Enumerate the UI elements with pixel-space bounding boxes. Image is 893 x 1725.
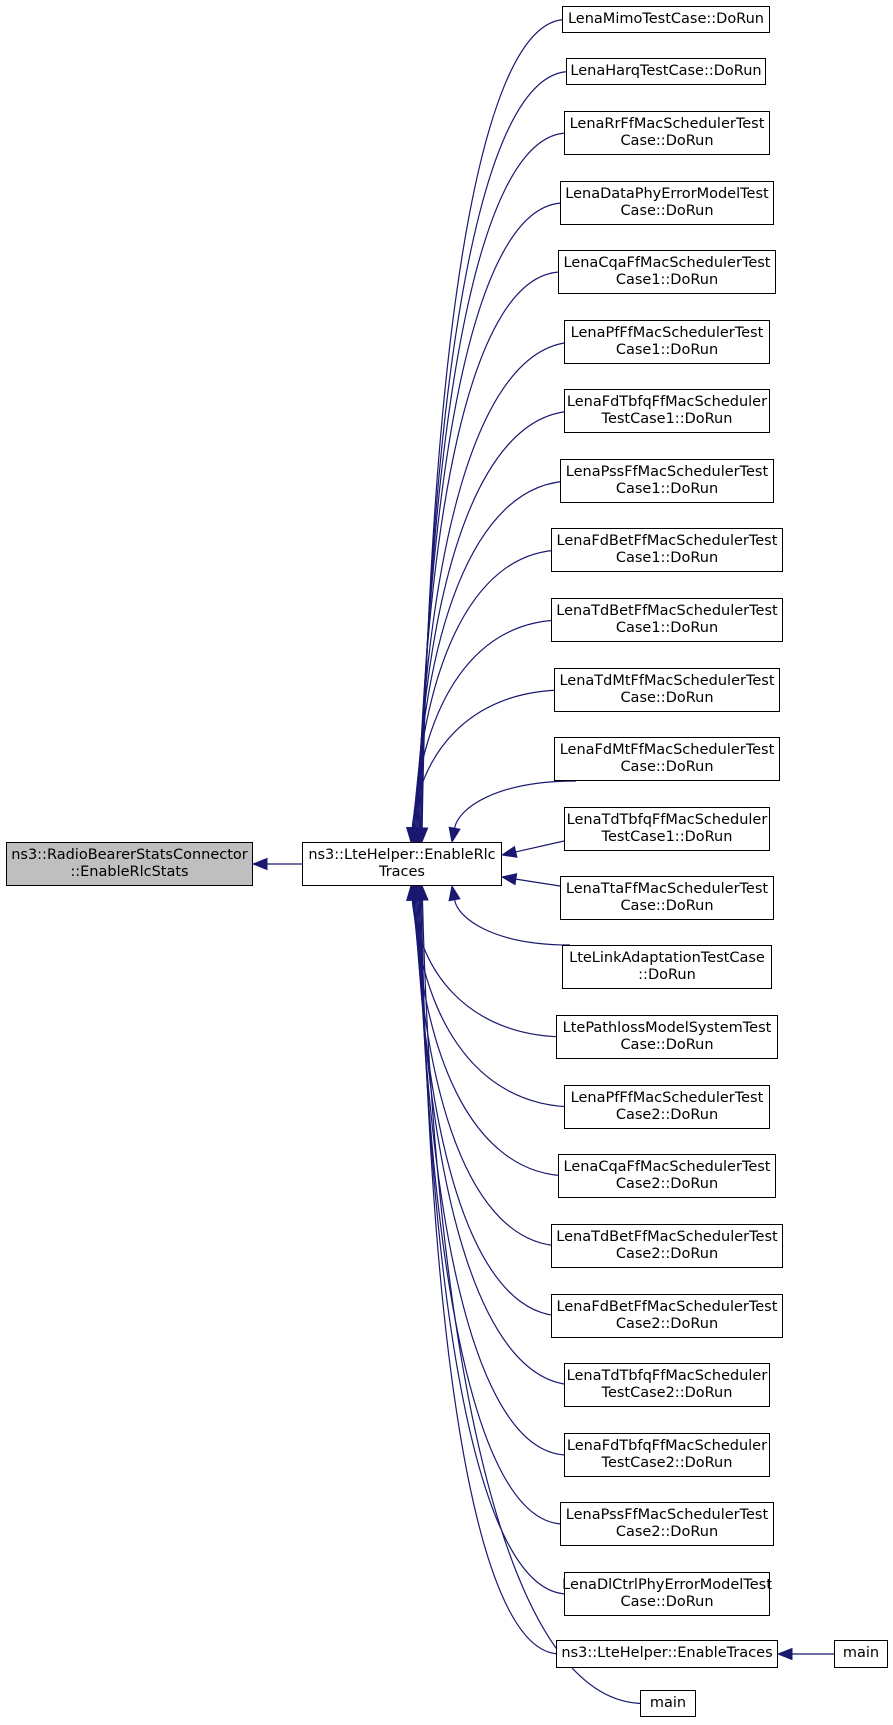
edge bbox=[420, 899, 561, 1655]
edge-arrow bbox=[500, 873, 518, 886]
caller-node[interactable]: LenaMimoTestCase::DoRun bbox=[562, 6, 770, 33]
edge bbox=[414, 899, 564, 1247]
node-enable-rlc-traces[interactable]: ns3::LteHelper::EnableRlc Traces bbox=[302, 842, 502, 886]
edge-arrow bbox=[416, 884, 429, 901]
edge bbox=[515, 840, 565, 853]
graph-edges bbox=[251, 18, 834, 1705]
caller-node[interactable]: LenaPfFfMacSchedulerTest Case2::DoRun bbox=[564, 1085, 770, 1129]
edge bbox=[418, 899, 565, 1525]
caller-node[interactable]: LenaCqaFfMacSchedulerTest Case1::DoRun bbox=[558, 250, 776, 294]
edge bbox=[515, 878, 561, 887]
caller-node[interactable]: LenaFdBetFfMacSchedulerTest Case2::DoRun bbox=[551, 1294, 783, 1338]
caller-node[interactable]: LenaDlCtrlPhyErrorModelTest Case::DoRun bbox=[562, 1572, 772, 1616]
node-enable-rlc-stats: ns3::RadioBearerStatsConnector ::EnableR… bbox=[6, 842, 253, 886]
edge bbox=[421, 18, 567, 829]
caller-node[interactable]: LenaTtaFfMacSchedulerTest Case::DoRun bbox=[560, 876, 774, 920]
caller-node[interactable]: LenaPfFfMacSchedulerTest Case1::DoRun bbox=[564, 320, 770, 364]
caller-node[interactable]: LenaTdTbfqFfMacScheduler TestCase1::DoRu… bbox=[564, 807, 770, 851]
edge bbox=[411, 689, 567, 829]
edge-arrow bbox=[448, 826, 461, 844]
edge bbox=[419, 132, 569, 829]
caller-node[interactable]: LenaHarqTestCase::DoRun bbox=[566, 58, 766, 85]
edge bbox=[421, 899, 645, 1705]
caller-node[interactable]: LenaFdBetFfMacSchedulerTest Case1::DoRun bbox=[551, 528, 783, 572]
edge bbox=[417, 899, 569, 1456]
caller-node[interactable]: LenaPssFfMacSchedulerTest Case2::DoRun bbox=[560, 1502, 774, 1546]
caller-node[interactable]: ns3::LteHelper::EnableTraces bbox=[556, 1640, 778, 1668]
edge bbox=[417, 271, 563, 829]
caller-node[interactable]: LenaTdBetFfMacSchedulerTest Case2::DoRun bbox=[551, 1224, 783, 1268]
edge-arrow bbox=[500, 845, 518, 858]
edge bbox=[413, 899, 571, 1177]
edge-arrow bbox=[448, 884, 461, 902]
caller-node[interactable]: LenaFdTbfqFfMacScheduler TestCase1::DoRu… bbox=[564, 389, 770, 433]
edge bbox=[418, 202, 565, 829]
caller-node[interactable]: LenaTdBetFfMacSchedulerTest Case1::DoRun bbox=[551, 598, 783, 642]
edge bbox=[453, 780, 577, 829]
caller-node[interactable]: LtePathlossModelSystemTest Case::DoRun bbox=[556, 1015, 778, 1059]
edge bbox=[413, 549, 564, 829]
edge-arrow bbox=[251, 857, 268, 871]
caller-node[interactable]: LenaTdMtFfMacSchedulerTest Case::DoRun bbox=[554, 668, 780, 712]
caller-node[interactable]: main bbox=[640, 1690, 696, 1717]
caller-node[interactable]: LteLinkAdaptationTestCase ::DoRun bbox=[562, 945, 772, 989]
edge bbox=[414, 480, 573, 829]
caller-node[interactable]: LenaRrFfMacSchedulerTest Case::DoRun bbox=[564, 111, 770, 155]
caller-node[interactable]: LenaTdTbfqFfMacScheduler TestCase2::DoRu… bbox=[564, 1363, 770, 1407]
caller-node[interactable]: LenaFdMtFfMacSchedulerTest Case::DoRun bbox=[554, 737, 780, 781]
node-main-enable-traces-caller[interactable]: main bbox=[834, 1640, 888, 1668]
caller-node[interactable]: LenaFdTbfqFfMacScheduler TestCase2::DoRu… bbox=[564, 1433, 770, 1477]
caller-node[interactable]: LenaPssFfMacSchedulerTest Case1::DoRun bbox=[560, 459, 774, 503]
edge bbox=[453, 899, 571, 946]
edge-arrow bbox=[406, 826, 419, 844]
caller-node[interactable]: LenaDataPhyErrorModelTest Case::DoRun bbox=[560, 181, 774, 225]
edge-arrow bbox=[776, 1647, 793, 1661]
caller-node[interactable]: LenaCqaFfMacSchedulerTest Case2::DoRun bbox=[558, 1154, 776, 1198]
edge bbox=[412, 899, 577, 1108]
edge bbox=[419, 899, 569, 1595]
edge bbox=[411, 899, 569, 1038]
